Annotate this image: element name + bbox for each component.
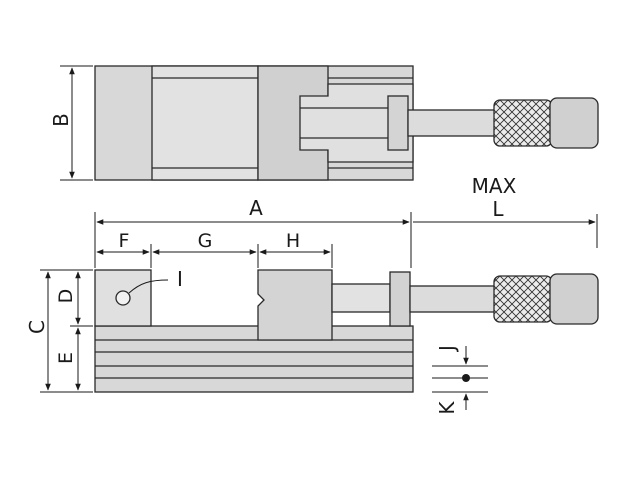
dimension-l: [413, 214, 598, 248]
side-view-knurled-knob: [493, 275, 553, 323]
label-k: K: [435, 401, 459, 415]
dimension-cde: [40, 269, 93, 393]
label-h: H: [286, 230, 300, 252]
label-f: F: [119, 230, 130, 252]
jk-reference-dot: [462, 374, 470, 382]
dimension-jk: [432, 346, 488, 410]
side-view-movable-jaw: [257, 269, 333, 341]
label-d: D: [55, 289, 77, 304]
label-c: C: [25, 320, 49, 334]
side-view-knob-cap: [549, 273, 599, 325]
leader-i: [128, 279, 169, 294]
top-view-knurled-knob: [493, 99, 553, 147]
side-view-screw-guide: [331, 283, 391, 313]
label-max: MAX: [472, 174, 517, 198]
label-g: G: [198, 230, 213, 252]
top-view-end-plate: [387, 95, 409, 151]
label-b: B: [49, 113, 73, 127]
side-view-end-plate: [389, 271, 411, 327]
top-view-fixed-jaw: [151, 65, 259, 181]
side-view-screw-shaft: [409, 285, 497, 313]
label-l: L: [492, 197, 504, 221]
side-view: [94, 269, 599, 393]
label-a: A: [249, 196, 263, 220]
label-e: E: [55, 352, 77, 364]
top-view-screw-housing: [299, 83, 414, 163]
dimension-a: [94, 212, 412, 268]
side-view-base: [94, 325, 414, 393]
top-view-screw-shaft: [407, 109, 497, 137]
label-j: J: [435, 345, 459, 353]
label-i: I: [177, 267, 183, 291]
dimension-b: [60, 65, 93, 181]
top-view: [94, 65, 599, 181]
dimension-fgh: [96, 244, 333, 268]
side-view-hole: [115, 290, 131, 306]
top-view-knob-cap: [549, 97, 599, 149]
